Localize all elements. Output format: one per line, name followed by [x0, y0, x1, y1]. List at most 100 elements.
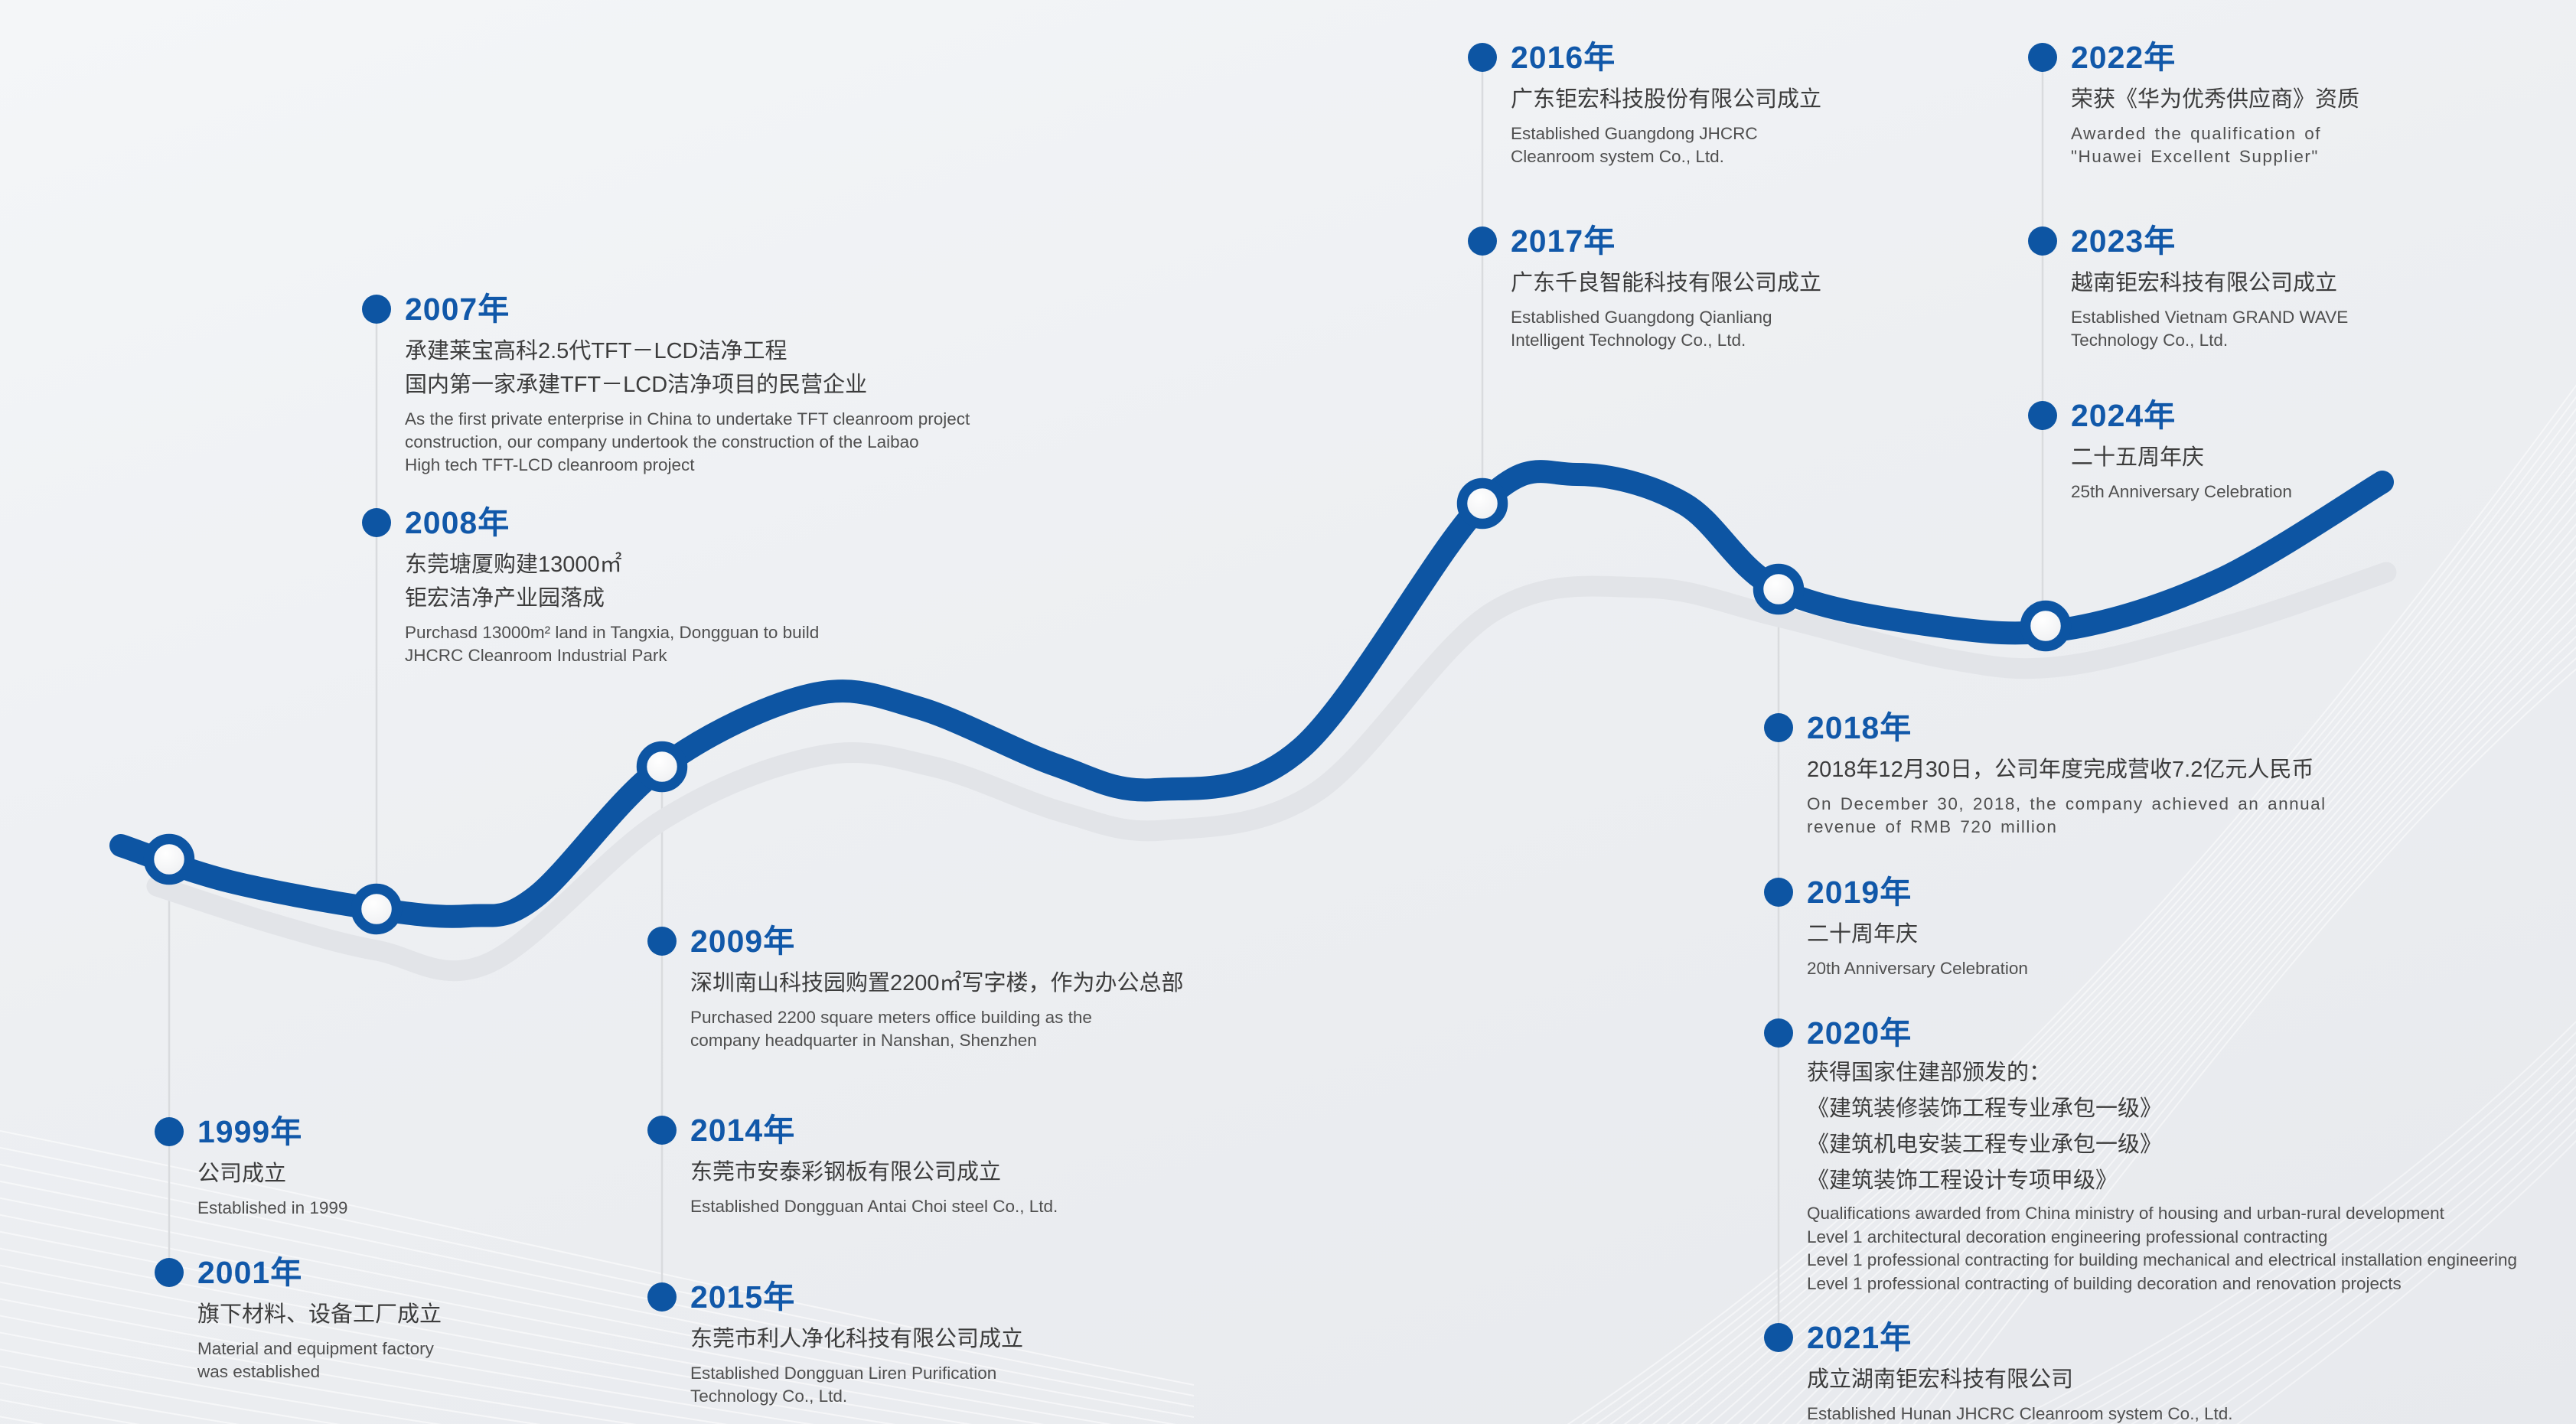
milestone-2024: 2024年 二十五周年庆 25th Anniversary Celebratio…	[2028, 395, 2292, 503]
milestone-en-line: Established Guangdong JHCRC	[1511, 124, 1758, 143]
milestone-text-cn: 获得国家住建部颁发的：《建筑装修装饰工程专业承包一级》《建筑机电安装工程专业承包…	[1807, 1055, 2517, 1199]
milestone-year: 2022年	[2071, 40, 2177, 75]
milestone-2023: 2023年 越南钜宏科技有限公司成立 Established Vietnam G…	[2028, 220, 2348, 352]
milestone-body: 2015年 东莞市利人净化科技有限公司成立 Established Donggu…	[690, 1276, 1023, 1408]
milestone-dot-icon	[1764, 1323, 1793, 1352]
milestone-dot-icon	[2028, 226, 2057, 256]
milestone-text-cn: 二十周年庆	[1807, 917, 2028, 951]
milestone-text-en: Established in 1999	[197, 1197, 347, 1220]
curve-shadow	[146, 562, 2397, 982]
milestone-cn-line: 获得国家住建部颁发的：	[1807, 1061, 2052, 1085]
milestone-text-en: Established Dongguan Antai Choi steel Co…	[690, 1195, 1058, 1218]
milestone-en-line: On December 30, 2018, the company achiev…	[1807, 794, 2327, 813]
milestone-text-cn: 二十五周年庆	[2071, 441, 2292, 474]
milestone-body: 2001年 旗下材料、设备工厂成立 Material and equipment…	[197, 1252, 442, 1383]
milestone-cn-line: 东莞塘厦购建13000㎡	[405, 552, 622, 577]
milestone-dot-icon	[647, 1282, 677, 1312]
milestone-en-line: Established Guangdong Qianliang	[1511, 308, 1772, 327]
milestone-year: 2008年	[405, 505, 510, 540]
milestone-body: 2016年 广东钜宏科技股份有限公司成立 Established Guangdo…	[1511, 37, 1821, 168]
milestone-en-line: Level 1 architectural decoration enginee…	[1807, 1227, 2328, 1246]
milestone-cn-line: 2018年12月30日，公司年度完成营收7.2亿元人民币	[1807, 758, 2314, 782]
milestone-en-line: As the first private enterprise in China…	[405, 409, 970, 429]
milestone-2016: 2016年 广东钜宏科技股份有限公司成立 Established Guangdo…	[1468, 37, 1821, 168]
milestone-year: 2015年	[690, 1279, 796, 1315]
milestone-cn-line: 二十五周年庆	[2071, 445, 2205, 470]
curve-node-icon	[351, 883, 403, 935]
milestone-year: 2018年	[1807, 710, 1912, 745]
milestone-year: 2016年	[1511, 40, 1616, 75]
milestone-year: 2009年	[690, 924, 796, 959]
milestone-en-line: Level 1 professional contracting of buil…	[1807, 1273, 2402, 1293]
milestone-text-cn: 荣获《华为优秀供应商》资质	[2071, 83, 2359, 116]
milestone-en-line: Level 1 professional contracting for bui…	[1807, 1250, 2518, 1269]
milestone-dot-icon	[155, 1258, 184, 1287]
milestone-dot-icon	[1468, 43, 1497, 72]
milestone-en-line: Established Hunan JHCRC Cleanroom system…	[1807, 1404, 2233, 1423]
milestone-body: 2020年 获得国家住建部颁发的：《建筑装修装饰工程专业承包一级》《建筑机电安装…	[1807, 1012, 2517, 1295]
milestone-en-line: was established	[197, 1362, 321, 1381]
milestone-text-en: 20th Anniversary Celebration	[1807, 957, 2028, 980]
milestone-body: 2009年 深圳南山科技园购置2200㎡写字楼，作为办公总部 Purchased…	[690, 921, 1184, 1052]
milestone-text-cn: 广东钜宏科技股份有限公司成立	[1511, 83, 1821, 116]
milestone-text-cn: 越南钜宏科技有限公司成立	[2071, 266, 2348, 300]
milestone-en-line: Purchasd 13000m² land in Tangxia, Donggu…	[405, 623, 820, 642]
curve-node-icon	[1753, 563, 1805, 615]
milestone-en-line: High tech TFT-LCD cleanroom project	[405, 455, 695, 474]
milestone-2007: 2007年 承建莱宝高科2.5代TFT－LCD洁净工程国内第一家承建TFT－LC…	[362, 288, 970, 477]
milestone-cn-line: 东莞市利人净化科技有限公司成立	[690, 1327, 1024, 1351]
milestone-2015: 2015年 东莞市利人净化科技有限公司成立 Established Donggu…	[647, 1276, 1023, 1408]
curve-nodes	[143, 477, 2072, 935]
milestone-text-en: Qualifications awarded from China minist…	[1807, 1202, 2517, 1295]
milestone-text-en: Awarded the qualification of "Huawei Exce…	[2071, 122, 2359, 168]
milestone-cn-line: 成立湖南钜宏科技有限公司	[1807, 1367, 2074, 1392]
milestone-text-en: Purchasd 13000m² land in Tangxia, Donggu…	[405, 621, 819, 667]
milestone-body: 1999年 公司成立 Established in 1999	[197, 1111, 347, 1220]
milestone-text-en: 25th Anniversary Celebration	[2071, 481, 2292, 503]
milestone-en-line: "Huawei Excellent Supplier"	[2071, 147, 2319, 166]
milestone-dot-icon	[362, 295, 391, 324]
milestone-text-en: On December 30, 2018, the company achiev…	[1807, 793, 2327, 839]
milestone-2009: 2009年 深圳南山科技园购置2200㎡写字楼，作为办公总部 Purchased…	[647, 921, 1184, 1052]
curve-node-icon	[2020, 600, 2072, 652]
milestone-en-line: Technology Co., Ltd.	[2071, 331, 2229, 350]
milestone-cn-line: 广东钜宏科技股份有限公司成立	[1511, 87, 1822, 112]
milestone-en-line: Established Dongguan Liren Purification	[690, 1364, 997, 1383]
milestone-en-line: 20th Anniversary Celebration	[1807, 959, 2028, 978]
milestone-cn-line: 《建筑装饰工程设计专项甲级》	[1807, 1168, 2118, 1193]
milestone-2018: 2018年 2018年12月30日，公司年度完成营收7.2亿元人民币 On De…	[1764, 707, 2327, 839]
milestone-en-line: Awarded the qualification of	[2071, 124, 2322, 143]
milestone-en-line: Material and equipment factory	[197, 1339, 434, 1358]
milestone-cn-line: 国内第一家承建TFT－LCD洁净项目的民营企业	[405, 373, 868, 397]
milestone-en-line: 25th Anniversary Celebration	[2071, 482, 2292, 501]
milestone-body: 2018年 2018年12月30日，公司年度完成营收7.2亿元人民币 On De…	[1807, 707, 2327, 839]
milestone-dot-icon	[2028, 43, 2057, 72]
milestone-body: 2017年 广东千良智能科技有限公司成立 Established Guangdo…	[1511, 220, 1821, 352]
growth-curve	[109, 460, 2394, 928]
milestone-cn-line: 公司成立	[197, 1162, 287, 1186]
milestone-text-cn: 公司成立	[197, 1157, 347, 1191]
milestone-en-line: JHCRC Cleanroom Industrial Park	[405, 646, 667, 665]
milestone-2019: 2019年 二十周年庆 20th Anniversary Celebration	[1764, 872, 2028, 980]
milestone-dot-icon	[1764, 878, 1793, 907]
milestone-year: 2023年	[2071, 223, 2177, 259]
milestone-year: 2024年	[2071, 398, 2177, 433]
milestone-en-line: Purchased 2200 square meters office buil…	[690, 1008, 1092, 1027]
milestone-en-line: Technology Co., Ltd.	[690, 1387, 848, 1406]
milestone-year: 2001年	[197, 1255, 303, 1290]
milestone-cn-line: 旗下材料、设备工厂成立	[197, 1302, 442, 1327]
milestone-cn-line: 东莞市安泰彩钢板有限公司成立	[690, 1160, 1002, 1184]
milestone-2001: 2001年 旗下材料、设备工厂成立 Material and equipment…	[155, 1252, 442, 1383]
milestone-dot-icon	[1764, 1018, 1793, 1048]
milestone-body: 2024年 二十五周年庆 25th Anniversary Celebratio…	[2071, 395, 2292, 503]
milestone-2017: 2017年 广东千良智能科技有限公司成立 Established Guangdo…	[1468, 220, 1821, 352]
milestone-text-cn: 承建莱宝高科2.5代TFT－LCD洁净工程国内第一家承建TFT－LCD洁净项目的…	[405, 334, 970, 402]
milestone-en-line: Intelligent Technology Co., Ltd.	[1511, 331, 1746, 350]
curve-node-icon	[1456, 477, 1508, 530]
milestone-body: 2019年 二十周年庆 20th Anniversary Celebration	[1807, 872, 2028, 980]
